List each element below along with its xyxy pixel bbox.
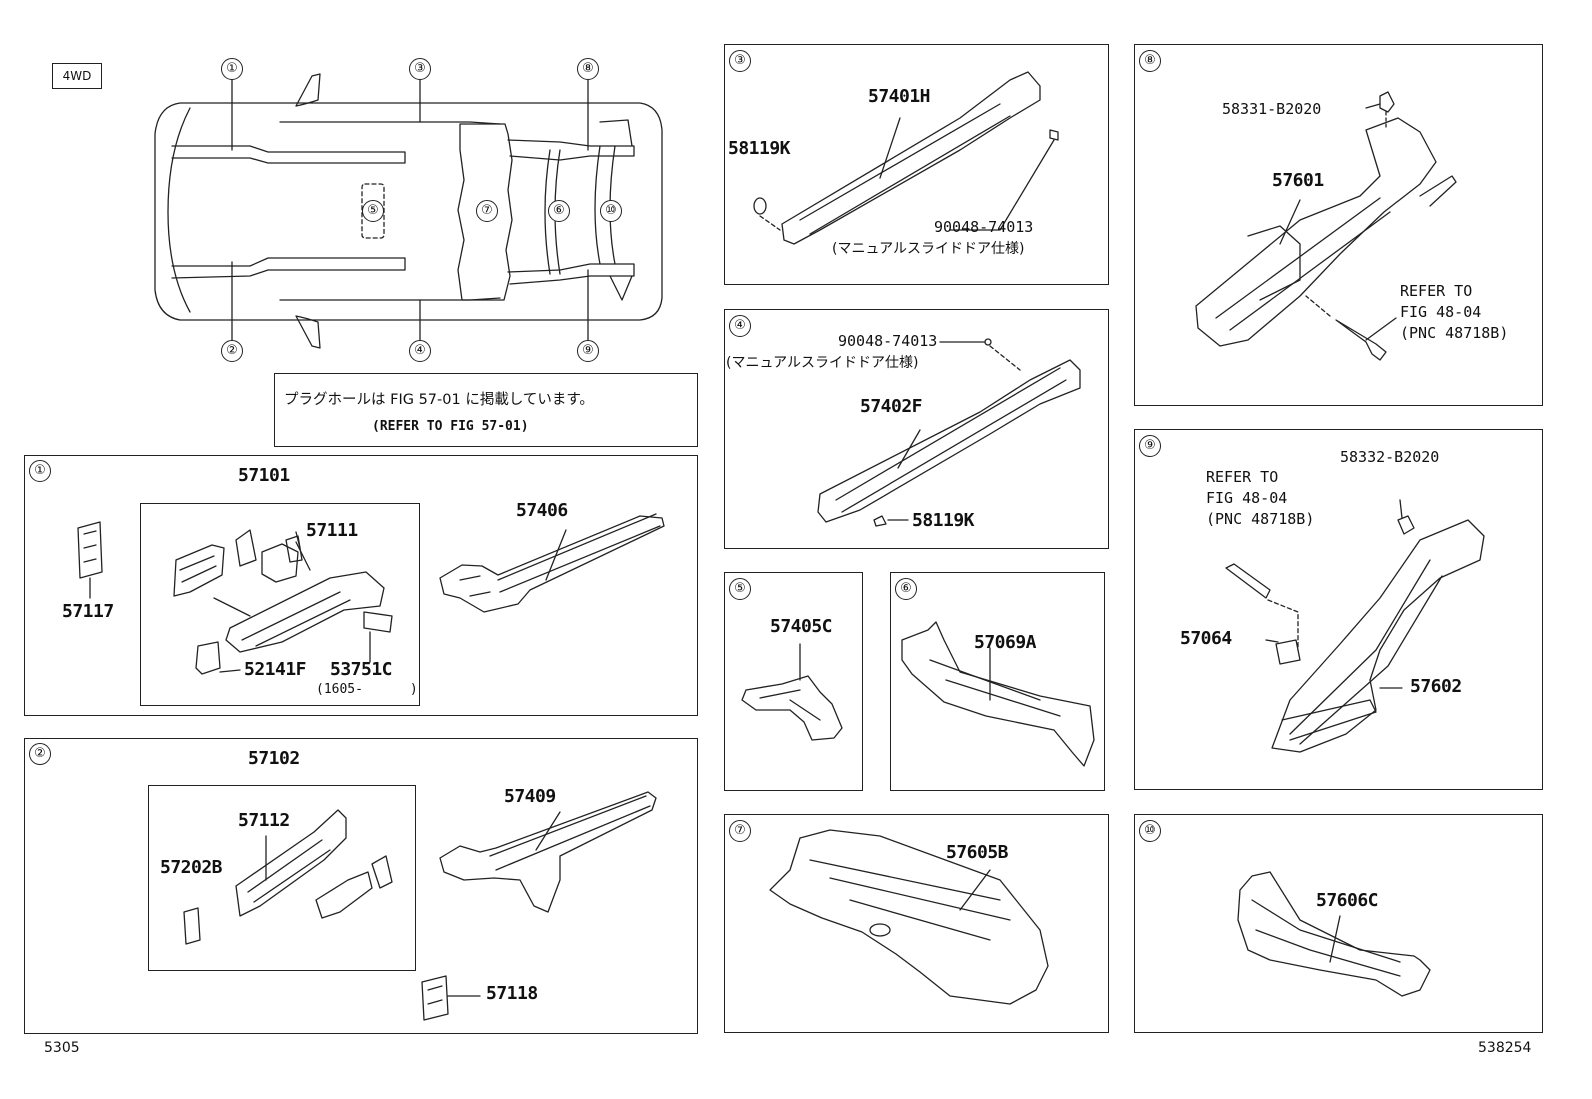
note-box xyxy=(274,373,698,447)
panel-2-group xyxy=(148,785,416,971)
part-90048-74013-b[interactable]: 90048-74013 xyxy=(838,332,938,350)
overview-callout-3[interactable]: ③ xyxy=(409,58,431,80)
part-53751C[interactable]: 53751C xyxy=(330,659,393,680)
part-57402F[interactable]: 57402F xyxy=(860,396,923,417)
part-57069A[interactable]: 57069A xyxy=(974,632,1037,653)
part-58331-B2020[interactable]: 58331-B2020 xyxy=(1222,100,1322,118)
part-57405C[interactable]: 57405C xyxy=(770,616,833,637)
part-58119K[interactable]: 58119K xyxy=(728,138,791,159)
part-58332-B2020[interactable]: 58332-B2020 xyxy=(1340,448,1440,466)
overview-callout-7[interactable]: ⑦ xyxy=(476,200,498,222)
panel-6 xyxy=(890,572,1105,791)
panel-7-number: ⑦ xyxy=(729,820,751,842)
panel-9 xyxy=(1134,429,1543,790)
panel-2-number: ② xyxy=(29,743,51,765)
part-57602[interactable]: 57602 xyxy=(1410,676,1462,697)
overview-callout-5[interactable]: ⑤ xyxy=(362,200,384,222)
part-57202B[interactable]: 57202B xyxy=(160,857,223,878)
panel-8-refer-2: FIG 48-04 xyxy=(1400,303,1482,321)
overview-callout-9[interactable]: ⑨ xyxy=(577,340,599,362)
part-57117[interactable]: 57117 xyxy=(62,601,114,622)
panel-7 xyxy=(724,814,1109,1033)
panel-8-number: ⑧ xyxy=(1139,50,1161,72)
panel-10 xyxy=(1134,814,1543,1033)
part-57401H[interactable]: 57401H xyxy=(868,86,931,107)
part-57605B[interactable]: 57605B xyxy=(946,842,1009,863)
part-57112[interactable]: 57112 xyxy=(238,810,290,831)
panel-8-refer-1: REFER TO xyxy=(1400,282,1473,300)
panel-4-number: ④ xyxy=(729,315,751,337)
part-58119K-b[interactable]: 58119K xyxy=(912,510,975,531)
panel-4-note: (マニュアルスライドドア仕様) xyxy=(726,355,919,371)
part-52141F[interactable]: 52141F xyxy=(244,659,307,680)
panel-3-note: (マニュアルスライドドア仕様) xyxy=(832,241,1025,257)
panel-9-refer-3: (PNC 48718B) xyxy=(1206,510,1315,528)
part-57118[interactable]: 57118 xyxy=(486,983,538,1004)
part-53751C-date-note: (1605- ) xyxy=(316,682,418,697)
overview-callout-6[interactable]: ⑥ xyxy=(548,200,570,222)
overview-callout-8[interactable]: ⑧ xyxy=(577,58,599,80)
panel-9-refer-2: FIG 48-04 xyxy=(1206,489,1288,507)
panel-1-number: ① xyxy=(29,460,51,482)
part-57601[interactable]: 57601 xyxy=(1272,170,1324,191)
part-57101[interactable]: 57101 xyxy=(238,465,290,486)
panel-9-number: ⑨ xyxy=(1139,435,1161,457)
note-line-1: プラグホールは FIG 57-01 に掲載しています。 xyxy=(284,392,594,408)
panel-8-refer-3: (PNC 48718B) xyxy=(1400,324,1509,342)
panel-5-number: ⑤ xyxy=(729,578,751,600)
part-90048-74013-a[interactable]: 90048-74013 xyxy=(934,218,1034,236)
part-57406[interactable]: 57406 xyxy=(516,500,568,521)
panel-5 xyxy=(724,572,863,791)
panel-3-number: ③ xyxy=(729,50,751,72)
note-line-2: (REFER TO FIG 57-01) xyxy=(372,419,529,434)
part-57102[interactable]: 57102 xyxy=(248,748,300,769)
panel-9-refer-1: REFER TO xyxy=(1206,468,1279,486)
part-57064[interactable]: 57064 xyxy=(1180,628,1232,649)
overview-callout-10[interactable]: ⑩ xyxy=(600,200,622,222)
panel-1-group xyxy=(140,503,420,706)
panel-6-number: ⑥ xyxy=(895,578,917,600)
panel-10-number: ⑩ xyxy=(1139,820,1161,842)
overview-callout-2[interactable]: ② xyxy=(221,340,243,362)
drive-type-badge: 4WD xyxy=(52,63,102,89)
part-57111[interactable]: 57111 xyxy=(306,520,358,541)
panel-8 xyxy=(1134,44,1543,406)
footer-left-code: 5305 xyxy=(44,1040,80,1056)
vehicle-outline xyxy=(154,73,663,349)
part-57606C[interactable]: 57606C xyxy=(1316,890,1379,911)
overview-callout-1[interactable]: ① xyxy=(221,58,243,80)
footer-right-code: 538254 xyxy=(1478,1040,1532,1056)
overview-callout-4[interactable]: ④ xyxy=(409,340,431,362)
part-57409[interactable]: 57409 xyxy=(504,786,556,807)
